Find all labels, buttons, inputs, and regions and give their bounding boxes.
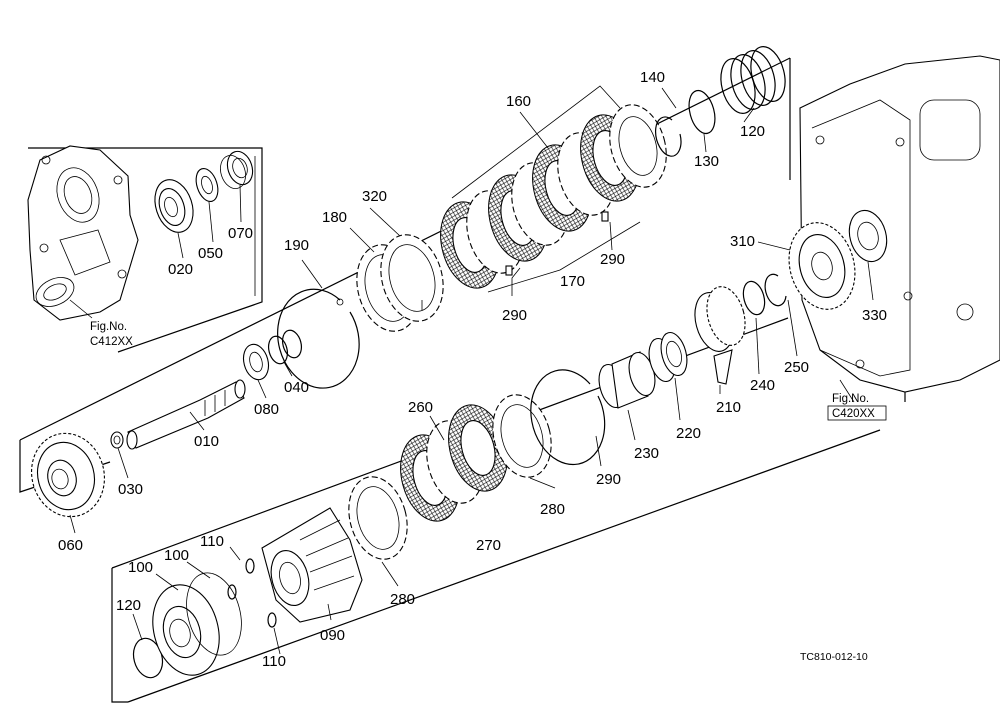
label-240: 240 [750,377,775,394]
part-090-clutch-drum [261,507,363,623]
label-280-right: 280 [540,501,565,518]
label-120: 120 [116,597,141,614]
part-050-washer [195,167,219,203]
part-060-gear [31,432,105,518]
label-080: 080 [254,401,279,418]
label-180: 170 [560,273,585,290]
part-100-piston [152,584,220,676]
fig-ref-2-line2: C420XX [832,408,875,420]
housing-front-cover [27,145,139,321]
label-330: 330 [862,307,887,324]
part-130-seals [227,558,277,628]
part-220-needle-bearing [648,331,688,383]
label-230: 230 [634,445,659,462]
part-010-shaft [126,379,246,450]
part-210-hub [694,286,746,385]
label-050: 050 [198,245,223,262]
label-250: 250 [784,359,809,376]
label-130-lower: 110 [262,653,286,670]
part-280-plate-a [348,476,408,560]
part-230-sleeve [598,351,656,409]
label-300-lower: 290 [502,307,527,324]
part-number-labels: 020 050 070 060 030 010 080 040 190 180 … [58,69,887,670]
label-030: 030 [118,481,143,498]
part-070-needle-bearing [220,150,254,189]
figure-ref-c420: Fig.No. C420XX [827,393,887,421]
part-170-clutch-stack [440,104,667,289]
part-160-snap-ring [654,116,682,157]
label-040: 040 [284,379,309,396]
part-030-collar [110,431,124,449]
part-250-snap-ring [764,273,787,307]
label-170: 160 [506,93,531,110]
label-200: 190 [284,237,309,254]
part-080-washer [242,343,270,381]
fig-ref-1-line1: Fig.No. [90,321,127,333]
label-190: 180 [322,209,347,226]
label-100: 100 [128,559,153,576]
label-110: 100 [164,547,189,564]
part-140-spring [720,46,786,114]
label-300-upper: 290 [600,251,625,268]
label-070: 070 [228,225,253,242]
part-150-ring [688,89,716,135]
part-300-pins [505,211,609,276]
part-040-o-rings [267,329,303,365]
part-330-bearing [848,209,888,263]
leader-lines [69,87,874,655]
label-160: 140 [640,69,665,86]
label-310: 310 [730,233,755,250]
label-010: 010 [194,433,219,450]
part-020-bearing [154,179,194,233]
fig-ref-2-line1: Fig.No. [832,393,869,405]
fig-ref-1-line2: C412XX [90,336,133,348]
part-320-plate [380,234,444,322]
label-090: 090 [320,627,345,644]
part-260-friction-discs [400,404,508,522]
part-280-plate-b [492,394,552,478]
label-130-upper: 110 [200,533,224,550]
label-290: 290 [596,471,621,488]
housing-transmission-case [799,55,1000,393]
label-260: 260 [408,399,433,416]
label-060: 060 [58,537,83,554]
label-150: 130 [694,153,719,170]
label-140: 120 [740,123,765,140]
drawing-code: TC810-012-10 [800,651,868,663]
part-290-snap-ring [530,369,606,466]
part-200-snap-ring [277,288,360,389]
label-210: 210 [716,399,741,416]
part-240-ring [742,280,766,316]
label-220: 220 [676,425,701,442]
label-320: 320 [362,188,387,205]
label-280-left: 280 [390,591,415,608]
part-310-gear [788,222,856,310]
figure-ref-c412: Fig.No. C412XX [90,321,133,348]
label-020: 020 [168,261,193,278]
label-270: 270 [476,537,501,554]
